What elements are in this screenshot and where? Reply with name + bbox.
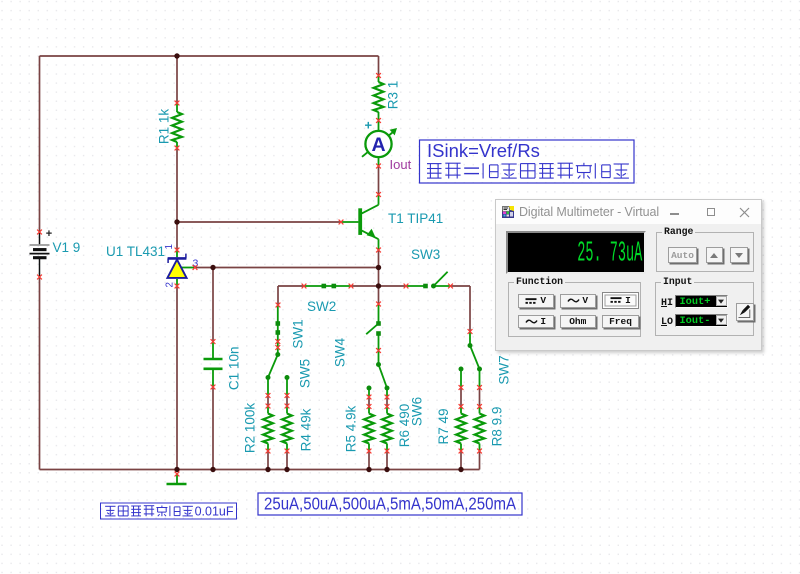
svg-text:1: 1 <box>164 244 175 249</box>
svg-text:+: + <box>46 228 52 240</box>
svg-text:R5 4.9k: R5 4.9k <box>344 405 359 452</box>
svg-text:SW6: SW6 <box>410 397 425 426</box>
svg-text:+: + <box>365 118 373 133</box>
svg-text:SW1: SW1 <box>291 319 306 348</box>
svg-text:SW2: SW2 <box>307 299 336 314</box>
svg-text:R1 1k: R1 1k <box>157 109 172 145</box>
svg-text:SW3: SW3 <box>411 247 440 262</box>
svg-text:R2 100k: R2 100k <box>243 403 258 454</box>
svg-text:ISink=Vref/Rs: ISink=Vref/Rs <box>427 140 540 161</box>
svg-text:C1 10n: C1 10n <box>227 347 242 391</box>
svg-text:R4 49k: R4 49k <box>299 408 314 451</box>
svg-text:SW7: SW7 <box>497 355 512 384</box>
svg-text:T1 TIP41: T1 TIP41 <box>388 211 443 226</box>
svg-text:SW5: SW5 <box>298 359 313 388</box>
svg-text:V1 9: V1 9 <box>53 240 81 255</box>
svg-text:R7 49: R7 49 <box>436 408 451 444</box>
svg-text:A: A <box>371 134 385 156</box>
svg-text:U1 TL431: U1 TL431 <box>106 244 165 259</box>
svg-text:2: 2 <box>164 282 175 287</box>
svg-text:3: 3 <box>193 258 199 270</box>
svg-text:R8 9.9: R8 9.9 <box>490 407 505 447</box>
svg-text:25uA,50uA,500uA,5mA,50mA,250mA: 25uA,50uA,500uA,5mA,50mA,250mA <box>264 494 516 514</box>
svg-text:R3 1: R3 1 <box>386 81 401 110</box>
svg-text:R6 490: R6 490 <box>397 404 412 448</box>
svg-text:Iout: Iout <box>390 157 412 172</box>
svg-text:SW4: SW4 <box>333 337 348 367</box>
svg-text:0.01uF: 0.01uF <box>195 505 234 519</box>
